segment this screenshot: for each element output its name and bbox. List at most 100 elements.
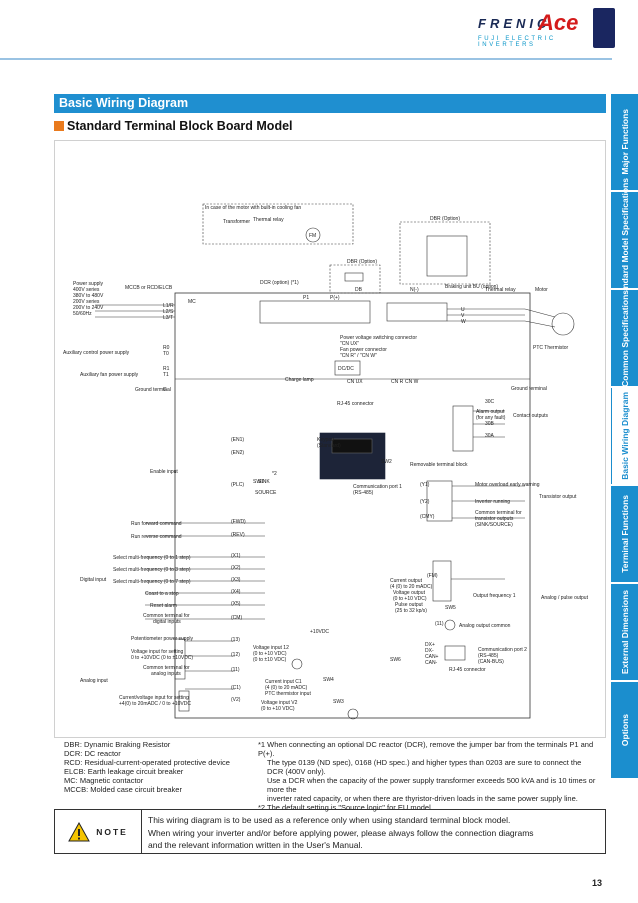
tab-standard-model[interactable]: Standard Model Specifications [611,178,638,302]
wiring-diagram: In case of the motor with built-in cooli… [63,203,589,720]
vin12-label: Voltage input 12 [253,645,289,651]
page-number: 13 [592,878,603,888]
terminal-label: G [163,387,167,393]
motor-label: Motor [535,287,548,293]
tab-basic-wiring[interactable]: Basic Wiring Diagram [611,388,638,484]
keypad-label: Keypad [317,437,334,443]
cn-r-label: CN R [391,379,404,385]
current-setting-sub: +4(0) to 20mADC / 0 to +10VDC [119,701,191,707]
vin12-range2: (0 to ±10 VDC) [253,657,287,663]
terminal-label: CAN- [425,660,438,666]
source-label: SOURCE [255,490,277,496]
terminal-label: T1 [163,372,169,378]
terminal-label: (X1) [231,553,241,559]
terminal-label: T0 [163,351,169,357]
enable-input-label: Enable input [150,469,178,475]
tab-common-specs[interactable]: Common Specifications [611,290,638,386]
run-reverse-label: Run reverse command [131,534,182,540]
legend-abbr: DBR: [64,740,82,749]
footnote-2: *2 The default setting is "Source logic"… [258,803,433,812]
note-label-cell: NOTE [55,810,142,853]
legend-desc: Molded case circuit breaker [90,785,182,794]
subtitle-text: Standard Terminal Block Board Model [67,119,293,133]
common-analog-sub: analog inputs [151,671,181,677]
terminal-label: (C1) [231,685,241,691]
terminal-label: (X2) [231,565,241,571]
legend-abbr: MCCB: [64,785,89,794]
keypad-sub: (Standard) [317,443,341,449]
terminal-label: (CM) [231,615,242,621]
tab-external-dimensions[interactable]: External Dimensions [611,584,638,680]
tab-label: Common Specifications [619,289,630,387]
terminal-label: CAN+ [425,654,439,660]
plus10vdc-label: +10VDC [310,629,329,635]
comm-port-1-sub: (RS-485) [353,490,374,496]
terminal-label: DB [355,287,363,293]
dbr-option-top: DBR (Option) [430,216,460,222]
terminal-label: (FM) [427,573,438,579]
tab-major-functions[interactable]: Major Functions [611,94,638,190]
removable-block-label: Removable terminal block [410,462,468,468]
common-analog-label: Common terminal for [143,665,190,671]
legend-row: MCCB: Molded case circuit breaker [64,785,230,794]
fan-cn-rw: "CN R" / "CN W" [340,353,377,359]
terminal-label: N(-) [410,287,419,293]
common-transistor-label: Common terminal for [475,510,522,516]
tab-terminal-functions[interactable]: Terminal Functions [611,486,638,582]
terminal-label: (CMY) [420,514,435,520]
legend-desc: Magnetic contactor [79,776,144,785]
terminal-label: (11) [435,621,444,627]
terminal-label: (REV) [231,532,245,538]
cin-ptc: PTC thermistor input [265,691,311,697]
cn-w-label: CN W [405,379,419,385]
multi-freq-3-label: Select multi-frequency (0 to 3 step) [113,567,191,573]
brand-logo: FRENIC Ace FUJI ELECTRIC INVERTERS [478,10,588,48]
analog-input-label: Analog input [80,678,108,684]
mccb-label: MCCB or RCD/ELCB [125,285,173,291]
note-label: NOTE [96,826,128,837]
legend-desc: Dynamic Braking Resistor [84,740,171,749]
rj45-2-label: RJ-45 connector [449,667,486,673]
section-banner: Basic Wiring Diagram [54,94,606,113]
vin2-range: (0 to +10 VDC) [261,706,295,712]
brand-ace: Ace [538,10,579,35]
fm-voltage-sub: (0 to +10 VDC) [393,596,427,602]
comm-port-2-label: Communication port 2 [478,647,527,653]
multi-freq-1-label: Select multi-frequency (0 to 1 step) [113,555,191,561]
power-supply-400v: 400V series [73,287,100,293]
fm-current-sub: (4 (0) to 20 mADC) [390,584,433,590]
transistor-output-label: Transistor output [539,494,577,500]
power-supply-200-240: 200V to 240V [73,305,104,311]
aux-fan-label: Auxiliary fan power supply [80,372,139,378]
contact-outputs-label: Contact outputs [513,413,549,419]
tab-label: Standard Model Specifications [619,178,630,302]
tab-label: Options [619,713,630,747]
reset-label: Reset alarm [150,603,177,609]
rj45-label: RJ-45 connector [337,401,374,407]
terminal-label: (PLC) [231,482,244,488]
common-digital-sub: digital inputs [153,619,181,625]
power-supply-200v: 200V series [73,299,100,305]
transformer-label: Transformer [223,219,250,225]
thermal-relay-label: Thermal relay [253,217,284,223]
cin-label: Current input C1 [265,679,302,685]
legend-row: RCD: Residual-current-operated protectiv… [64,758,230,767]
terminal-label: W [461,319,466,325]
motor-overload-label: Motor overload early warning [475,482,540,488]
side-tabs: Major Functions Standard Model Specifica… [611,94,638,782]
tab-options[interactable]: Options [611,682,638,778]
tab-label: Basic Wiring Diagram [620,392,630,480]
comm-port-2-rs485: (RS-485) [478,653,499,659]
volt-setting-label: Voltage input for setting [131,649,183,655]
warning-icon [68,821,91,841]
terminal-label: (12) [231,652,240,658]
sw4-label: SW4 [323,677,334,683]
sw2-label: SW2 [381,459,392,465]
common-digital-label: Common terminal for [143,613,190,619]
fm-pulse-label: Pulse output [395,602,423,608]
sink-label: SINK [258,479,270,485]
thermal-relay-2-label: Thermal relay [485,287,516,293]
terminal-label: P1 [303,295,309,301]
tab-label: Major Functions [619,109,630,175]
